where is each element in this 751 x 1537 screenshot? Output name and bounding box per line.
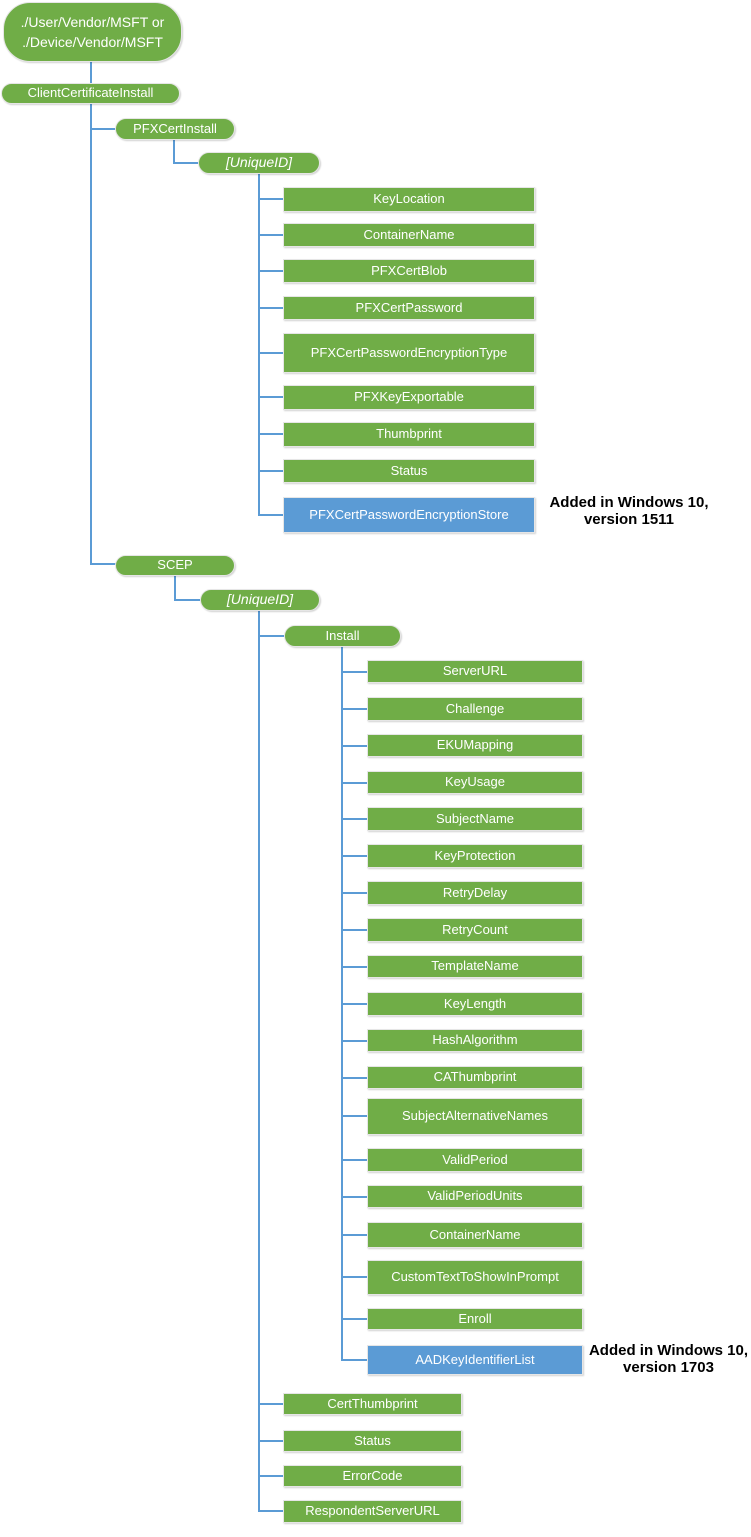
connector-stub-errorcode (258, 1475, 284, 1477)
connector-stub-enroll (341, 1318, 368, 1320)
connector-stub-keyprotection (341, 855, 368, 857)
connector-stub-ekumapping (341, 745, 368, 747)
node-containername-scep: ContainerName (367, 1222, 583, 1248)
root-path-line1: ./User/Vendor/MSFT or (20, 14, 165, 30)
connector-stub-subjectalternativenames (341, 1115, 368, 1117)
connector-stub-validperiodunits (341, 1196, 368, 1198)
connector-scep-uid-trunk (258, 610, 260, 1512)
connector-stub-pfxkeyexportable (258, 396, 284, 398)
node-thumbprint: Thumbprint (283, 422, 535, 447)
annotation-1703-line1: Added in Windows 10, (588, 1342, 749, 1359)
node-validperiodunits: ValidPeriodUnits (367, 1185, 583, 1208)
node-cathumbprint: CAThumbprint (367, 1066, 583, 1089)
connector-scep-elbow-v (174, 575, 176, 601)
node-pfxcertpasswordencryptiontype: PFXCertPasswordEncryptionType (283, 333, 535, 373)
node-subjectname: SubjectName (367, 807, 583, 831)
connector-stub-thumbprint (258, 433, 284, 435)
node-clientcertificateinstall: ClientCertificateInstall (1, 83, 180, 104)
node-respondentserverurl: RespondentServerURL (283, 1500, 462, 1523)
connector-stub-pfxcertpassword (258, 307, 284, 309)
node-templatename: TemplateName (367, 955, 583, 978)
connector-to-pfxcertinstall (90, 128, 116, 130)
node-keyprotection: KeyProtection (367, 844, 583, 868)
node-scep: SCEP (115, 555, 235, 576)
connector-to-scep (90, 563, 116, 565)
connector-stub-pfxcertblob (258, 270, 284, 272)
node-certthumbprint: CertThumbprint (283, 1393, 462, 1415)
connector-root-to-cci (90, 62, 92, 83)
node-containername: ContainerName (283, 223, 535, 247)
connector-stub-retrycount (341, 929, 368, 931)
node-pfxcertinstall: PFXCertInstall (115, 118, 235, 140)
connector-stub-pfxcertpasswordencryptiontype (258, 352, 284, 354)
connector-stub-hashalgorithm (341, 1040, 368, 1042)
node-install: Install (284, 625, 401, 647)
connector-stub-install (258, 635, 285, 637)
node-challenge: Challenge (367, 697, 583, 721)
connector-stub-respondentserverurl (258, 1510, 284, 1512)
connector-stub-keylength (341, 1003, 368, 1005)
node-pfxcertpasswordencryptionstore: PFXCertPasswordEncryptionStore (283, 497, 535, 533)
connector-stub-templatename (341, 966, 368, 968)
node-pfxkeyexportable: PFXKeyExportable (283, 385, 535, 410)
connector-scep-elbow-h (174, 599, 201, 601)
connector-stub-pfxcertpasswordencryptionstore (258, 514, 284, 516)
connector-cci-trunk (90, 103, 92, 565)
node-scep-uniqueid: [UniqueID] (200, 589, 320, 611)
connector-stub-keylocation (258, 198, 284, 200)
connector-stub-challenge (341, 708, 368, 710)
annotation-windows10-1511: Added in Windows 10, version 1511 (538, 494, 720, 528)
connector-stub-status1 (258, 470, 284, 472)
node-keylength: KeyLength (367, 992, 583, 1016)
node-ekumapping: EKUMapping (367, 734, 583, 757)
connector-stub-serverurl (341, 671, 368, 673)
node-retrycount: RetryCount (367, 918, 583, 942)
node-pfx-uniqueid: [UniqueID] (198, 152, 320, 174)
root-path-line2: ./Device/Vendor/MSFT (22, 34, 163, 50)
connector-pfx-elbow-v (173, 140, 175, 164)
node-status-pfx: Status (283, 459, 535, 483)
node-aadkeyidentifierlist: AADKeyIdentifierList (367, 1345, 583, 1375)
node-pfxcertblob: PFXCertBlob (283, 259, 535, 283)
node-retrydelay: RetryDelay (367, 881, 583, 905)
connector-pfx-uid-trunk (258, 174, 260, 516)
connector-pfx-elbow-h (173, 162, 199, 164)
connector-stub-certthumbprint (258, 1403, 284, 1405)
connector-stub-cathumbprint (341, 1077, 368, 1079)
annotation-1511-line1: Added in Windows 10, (549, 494, 709, 511)
node-pfxcertpassword: PFXCertPassword (283, 296, 535, 320)
node-keyusage: KeyUsage (367, 771, 583, 794)
node-subjectalternativenames: SubjectAlternativeNames (367, 1098, 583, 1135)
annotation-1703-line2: version 1703 (623, 1359, 714, 1376)
node-hashalgorithm: HashAlgorithm (367, 1029, 583, 1052)
connector-stub-containername2 (341, 1234, 368, 1236)
node-keylocation: KeyLocation (283, 187, 535, 212)
node-validperiod: ValidPeriod (367, 1148, 583, 1172)
connector-stub-containername (258, 234, 284, 236)
connector-stub-keyusage (341, 782, 368, 784)
node-root-path: ./User/Vendor/MSFT or ./Device/Vendor/MS… (3, 2, 182, 62)
connector-stub-subjectname (341, 818, 368, 820)
node-customtexttoshowinprompt: CustomTextToShowInPrompt (367, 1260, 583, 1295)
connector-stub-customtexttoshowinprompt (341, 1276, 368, 1278)
node-enroll: Enroll (367, 1308, 583, 1330)
node-serverurl: ServerURL (367, 660, 583, 683)
connector-stub-retrydelay (341, 892, 368, 894)
annotation-windows10-1703: Added in Windows 10, version 1703 (586, 1342, 751, 1376)
connector-stub-validperiod (341, 1159, 368, 1161)
connector-stub-aadkeyidentifierlist (341, 1359, 368, 1361)
node-errorcode: ErrorCode (283, 1465, 462, 1487)
annotation-1511-line2: version 1511 (583, 511, 675, 528)
connector-stub-status2 (258, 1440, 284, 1442)
node-status-scep: Status (283, 1430, 462, 1452)
